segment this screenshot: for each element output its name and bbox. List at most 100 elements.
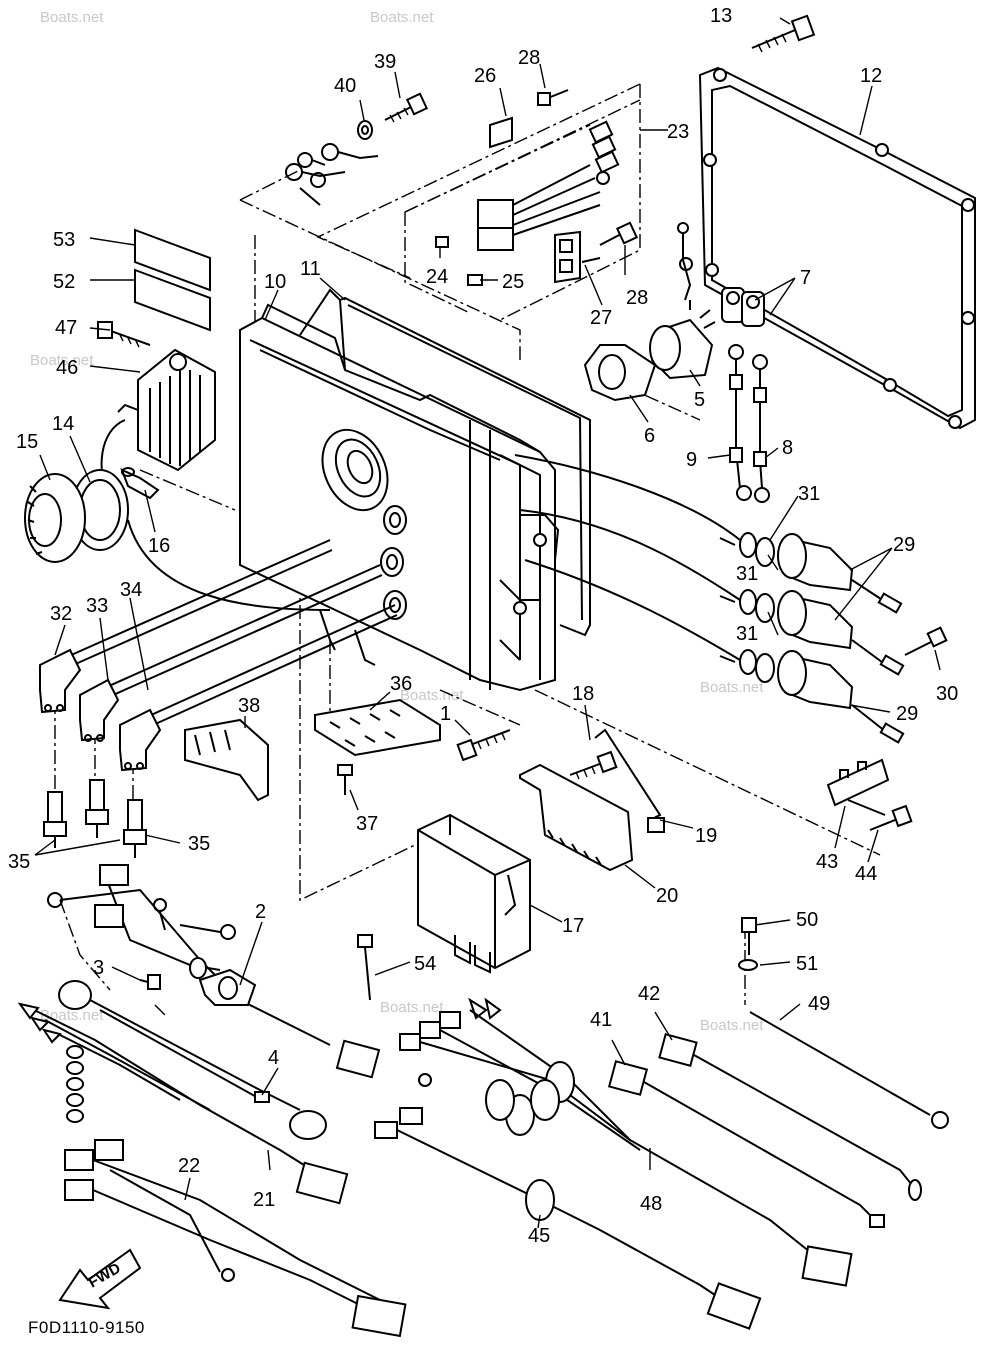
callout-33: 33 xyxy=(86,595,108,617)
callout-54: 54 xyxy=(414,953,436,975)
callout-34: 34 xyxy=(120,579,142,601)
callout-49: 49 xyxy=(808,993,830,1015)
electrical-box xyxy=(239,288,591,692)
callout-51: 51 xyxy=(796,953,818,975)
callout-28: 28 xyxy=(518,47,540,69)
bolt-1 xyxy=(456,729,511,762)
callout-11: 11 xyxy=(300,258,321,280)
gasket-frame xyxy=(698,66,976,430)
callout-38: 38 xyxy=(238,695,260,717)
callout-27: 27 xyxy=(590,307,612,329)
callout-37: 37 xyxy=(356,813,378,835)
watermark: Boats.net xyxy=(370,9,434,26)
harness-45-48 xyxy=(374,997,853,1330)
callout-40: 40 xyxy=(334,75,356,97)
callout-35: 35 xyxy=(188,833,210,855)
watermark: Boats.net xyxy=(380,999,444,1016)
callout-22: 22 xyxy=(178,1155,200,1177)
bracket-16 xyxy=(120,467,160,500)
callout-52: 52 xyxy=(53,271,75,293)
callout-14: 14 xyxy=(52,413,74,435)
callout-30: 30 xyxy=(936,683,958,705)
callout-46: 46 xyxy=(56,357,78,379)
holder-6 xyxy=(583,344,657,402)
callout-10: 10 xyxy=(264,271,286,293)
callout-2: 2 xyxy=(255,901,266,923)
screw-13 xyxy=(751,14,816,53)
callout-26: 26 xyxy=(474,65,496,87)
watermark: Boats.net xyxy=(700,679,764,696)
callout-1: 1 xyxy=(440,703,451,725)
callout-25: 25 xyxy=(502,271,524,293)
callout-5: 5 xyxy=(694,389,705,411)
callout-18: 18 xyxy=(572,683,594,705)
callout-39: 39 xyxy=(374,51,396,73)
harness-22 xyxy=(64,1139,407,1338)
bracket-27 xyxy=(554,221,639,284)
choke-cap xyxy=(24,469,331,611)
callout-16: 16 xyxy=(148,535,170,557)
watermark: Boats.net xyxy=(30,352,94,369)
callout-21: 21 xyxy=(253,1189,275,1211)
bracket-43 xyxy=(826,758,913,831)
callout-23: 23 xyxy=(667,121,689,143)
callout-45: 45 xyxy=(528,1225,550,1247)
labels-52-53 xyxy=(134,228,211,332)
leader-lines xyxy=(34,17,941,1229)
spark-plug-caps xyxy=(39,539,398,858)
callout-29: 29 xyxy=(896,703,918,725)
callout-9: 9 xyxy=(686,449,697,471)
callout-48: 48 xyxy=(640,1193,662,1215)
callout-47: 47 xyxy=(55,317,77,339)
callout-3: 3 xyxy=(93,957,104,979)
callout-20: 20 xyxy=(656,885,678,907)
relay-assembly xyxy=(404,89,641,286)
callout-6: 6 xyxy=(644,425,655,447)
holder-38 xyxy=(184,718,269,802)
harness-21 xyxy=(17,1002,349,1205)
callout-41: 41 xyxy=(590,1009,612,1031)
terminals-group xyxy=(285,143,379,206)
callout-13: 13 xyxy=(710,5,732,27)
fwd-arrow: FWD xyxy=(58,1248,142,1310)
lead-cables-41-42-49 xyxy=(607,917,949,1228)
clamp-36 xyxy=(314,698,441,795)
bracket-7 xyxy=(721,287,765,327)
solenoid xyxy=(649,222,716,380)
callout-44: 44 xyxy=(855,863,877,885)
cable-tie-54 xyxy=(357,934,373,1001)
callout-12: 12 xyxy=(860,65,882,87)
ignition-coils xyxy=(514,454,948,744)
callout-50: 50 xyxy=(796,909,818,931)
callout-17: 17 xyxy=(562,915,584,937)
callout-15: 15 xyxy=(16,431,38,453)
callout-32: 32 xyxy=(50,603,72,625)
cdi-unit xyxy=(417,813,531,974)
watermark: Boats.net xyxy=(400,687,464,704)
callout-4: 4 xyxy=(268,1047,279,1069)
rectifier-regulator xyxy=(97,321,216,501)
callout-19: 19 xyxy=(695,825,717,847)
callout-24: 24 xyxy=(426,266,448,288)
watermark: Boats.net xyxy=(40,9,104,26)
callout-28: 28 xyxy=(626,287,648,309)
harness-4 xyxy=(58,980,327,1140)
callout-8: 8 xyxy=(782,437,793,459)
watermark: Boats.net xyxy=(700,1017,764,1034)
lead-wires-8-9 xyxy=(728,344,770,503)
callout-53: 53 xyxy=(53,229,75,251)
callout-31: 31 xyxy=(736,623,758,645)
washer-40 xyxy=(357,120,373,140)
callout-35: 35 xyxy=(8,851,30,873)
callout-7: 7 xyxy=(800,267,811,289)
callout-31: 31 xyxy=(798,483,820,505)
watermarks: Boats.net Boats.net Boats.net Boats.net … xyxy=(30,9,764,1034)
callout-29: 29 xyxy=(893,534,915,556)
screw-39 xyxy=(384,92,429,123)
callout-42: 42 xyxy=(638,983,660,1005)
diagram-code: F0D1110-9150 xyxy=(28,1318,145,1337)
callout-43: 43 xyxy=(816,851,838,873)
callout-31: 31 xyxy=(736,563,758,585)
callout-numbers: 1 2 3 4 5 6 7 8 9 10 11 12 13 14 15 16 1… xyxy=(8,5,958,1247)
